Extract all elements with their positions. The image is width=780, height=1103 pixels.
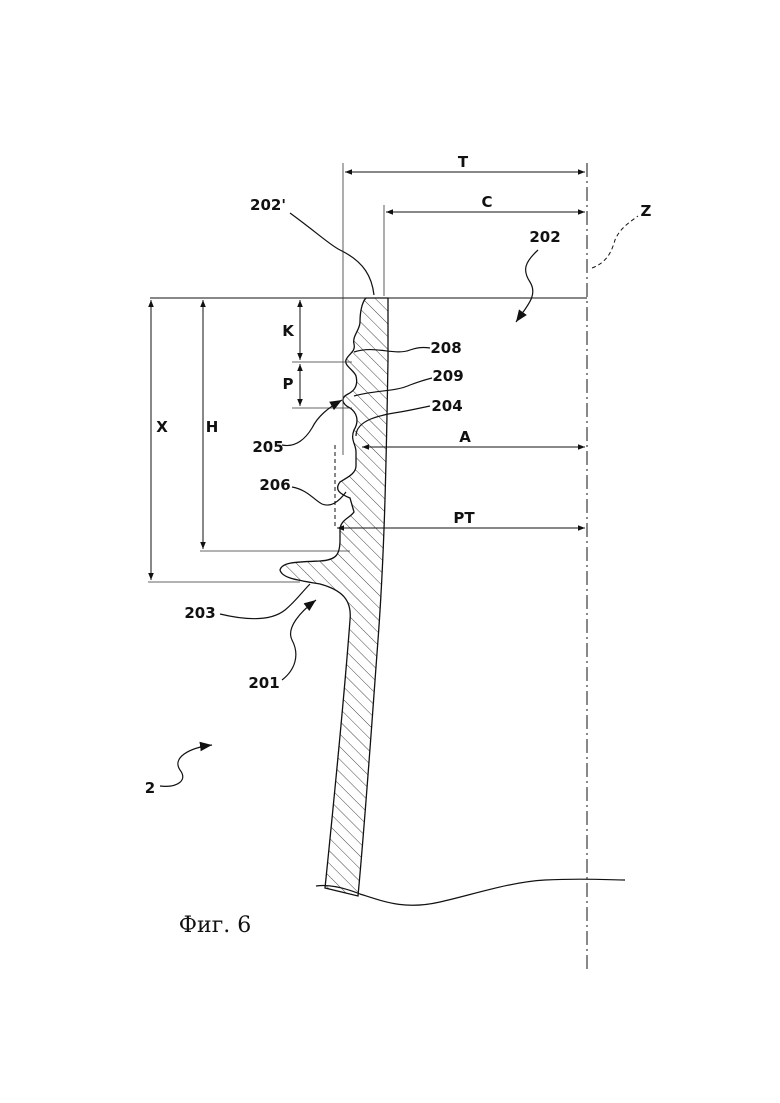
leader-202p xyxy=(290,213,374,295)
ref-202: 202 xyxy=(529,228,560,246)
h-label: H xyxy=(206,418,219,436)
ref-2: 2 xyxy=(145,779,155,797)
leader-201 xyxy=(282,600,316,680)
c-label: C xyxy=(481,193,492,211)
leader-202 xyxy=(516,250,538,322)
ref-206: 206 xyxy=(259,476,290,494)
a-label: A xyxy=(459,428,471,446)
ref-205: 205 xyxy=(252,438,283,456)
closure-wall-section xyxy=(280,298,388,896)
x-label: X xyxy=(156,418,168,436)
figure-caption: Фиг. 6 xyxy=(179,913,251,938)
ref-208: 208 xyxy=(430,339,461,357)
break-line xyxy=(316,879,625,905)
ref-203: 203 xyxy=(184,604,215,622)
leader-203 xyxy=(220,584,310,619)
ref-204: 204 xyxy=(431,397,462,415)
p-label: P xyxy=(283,375,294,393)
t-label: T xyxy=(458,153,469,171)
ref-z: Z xyxy=(641,202,652,220)
leader-2 xyxy=(160,745,212,786)
ref-202p: 202' xyxy=(250,196,286,214)
ref-201: 201 xyxy=(248,674,279,692)
pt-label: PT xyxy=(453,509,475,527)
leader-205 xyxy=(282,400,342,446)
k-label: K xyxy=(282,322,295,340)
ref-209: 209 xyxy=(432,367,463,385)
leader-z xyxy=(592,216,638,268)
